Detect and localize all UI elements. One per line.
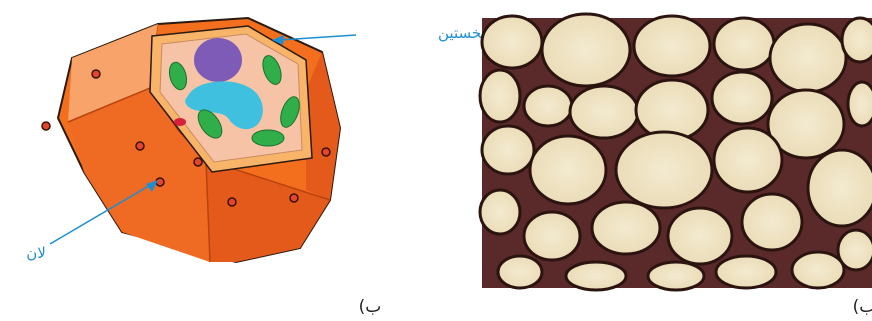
red-organelle xyxy=(174,118,186,126)
panel-label-left: ب) xyxy=(359,297,382,317)
cell-diagram: دیوارهٔ نخستین لان ب) xyxy=(26,18,528,317)
micrograph: ب) xyxy=(480,14,872,317)
pit-label: لان xyxy=(26,244,46,262)
panel-label-right: ب) xyxy=(853,297,872,317)
nucleus xyxy=(194,38,242,82)
